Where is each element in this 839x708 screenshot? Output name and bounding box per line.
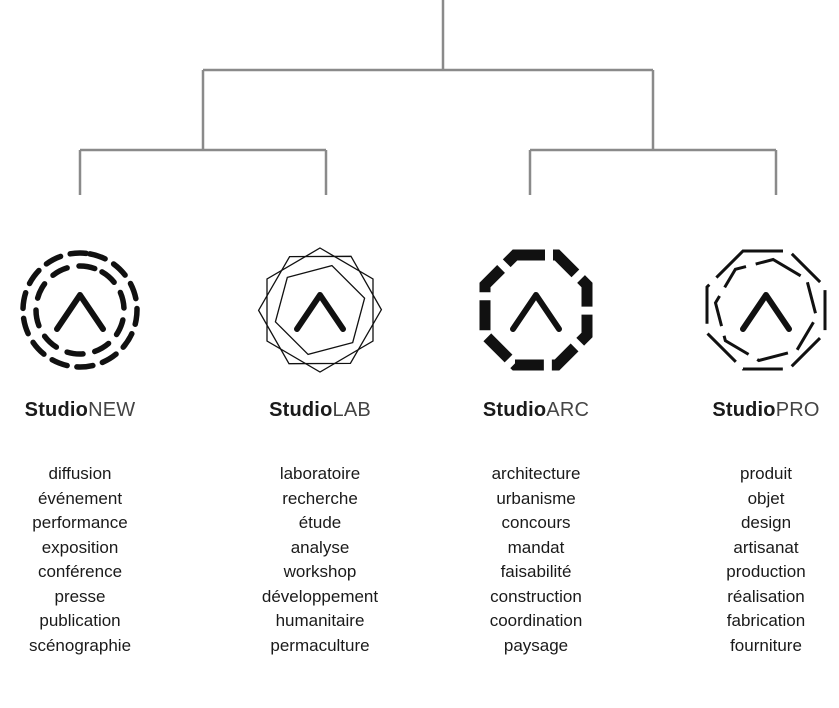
list-item: conférence	[37, 562, 123, 581]
list-item: permaculture	[270, 635, 370, 655]
list-item: urbanisme	[496, 488, 576, 508]
list-item: réalisation	[727, 586, 805, 606]
list-item: étude	[298, 513, 342, 532]
list-item: construction	[490, 586, 582, 606]
list-item: scénographie	[28, 635, 132, 655]
studio-arc: StudioARC architecture urbanisme concour…	[436, 245, 636, 658]
list-item: objet	[747, 488, 785, 508]
line-octagon-chevron-icon	[705, 249, 827, 371]
studio-pro-title: StudioPRO	[712, 399, 820, 421]
list-item: produit	[740, 464, 792, 483]
bold-octagon-chevron-icon	[479, 249, 593, 371]
studio-lab-keywords: laboratoire recherche étude analyse work…	[220, 462, 420, 658]
studio-pro: StudioPRO produit objet design artisanat…	[666, 245, 839, 658]
list-item: artisanat	[733, 537, 799, 557]
list-item: recherche	[282, 488, 358, 508]
list-item: production	[726, 562, 806, 581]
dashed-circle-chevron-icon	[20, 250, 140, 370]
hierarchy-connectors	[78, 0, 778, 195]
list-item: coordination	[489, 611, 583, 630]
list-item: design	[740, 513, 792, 532]
list-item: fourniture	[730, 635, 802, 655]
studio-new-title: StudioNEW	[24, 399, 136, 421]
list-item: événement	[37, 488, 123, 508]
nested-hexagon-chevron-icon	[257, 247, 383, 373]
list-item: exposition	[41, 537, 119, 557]
list-item: workshop	[283, 562, 357, 581]
studio-new-keywords: diffusion événement performance expositi…	[0, 462, 180, 658]
studio-pro-keywords: produit objet design artisanat productio…	[666, 462, 839, 658]
list-item: mandat	[507, 537, 565, 557]
list-item: développement	[261, 586, 379, 606]
studio-arc-keywords: architecture urbanisme concours mandat f…	[436, 462, 636, 658]
list-item: performance	[32, 513, 128, 532]
list-item: presse	[54, 586, 106, 606]
list-item: paysage	[503, 635, 569, 655]
list-item: concours	[501, 513, 571, 532]
list-item: architecture	[491, 464, 581, 483]
list-item: laboratoire	[279, 464, 361, 483]
studio-new: StudioNEW diffusion événement performanc…	[0, 245, 180, 658]
list-item: diffusion	[48, 464, 112, 483]
studio-lab: StudioLAB laboratoire recherche étude an…	[220, 245, 420, 658]
studio-arc-title: StudioARC	[482, 399, 590, 421]
list-item: humanitaire	[275, 611, 365, 630]
list-item: analyse	[290, 537, 350, 557]
list-item: publication	[39, 611, 121, 630]
list-item: fabrication	[726, 611, 806, 630]
list-item: faisabilité	[500, 562, 572, 581]
studio-lab-title: StudioLAB	[269, 399, 371, 421]
